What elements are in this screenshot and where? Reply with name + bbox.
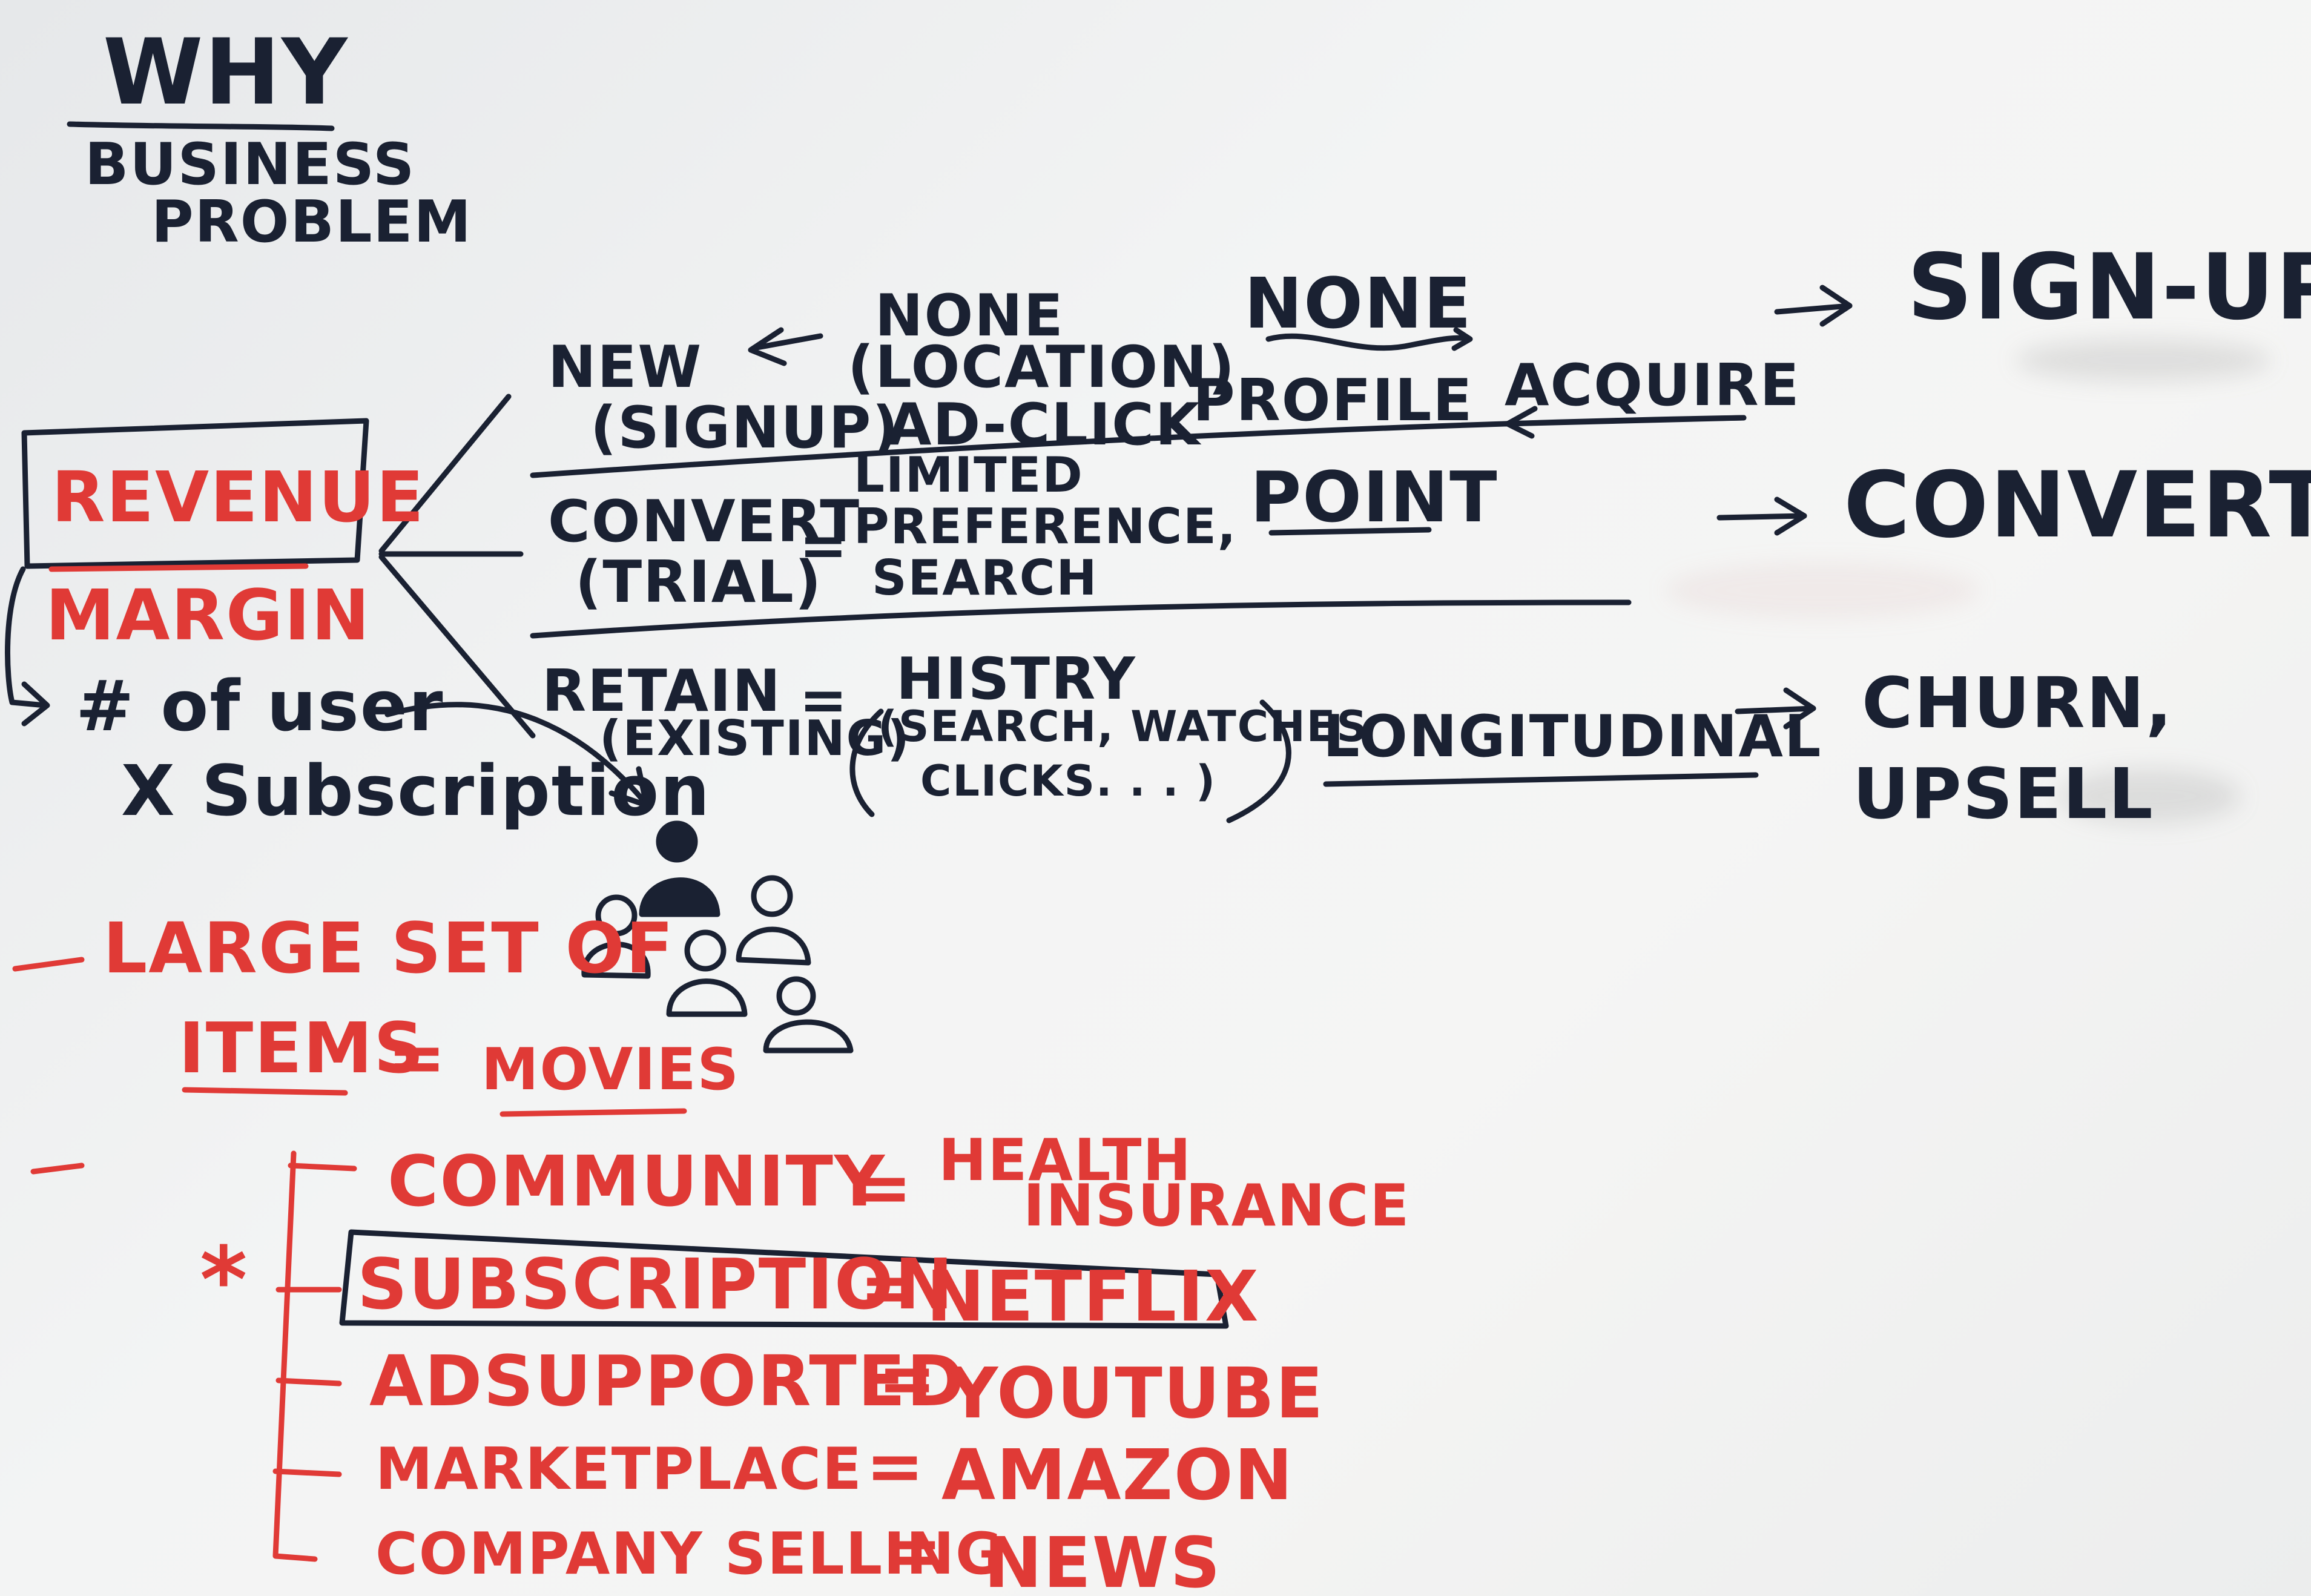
heading-why: WHY [103, 20, 349, 125]
arrow-to-people [384, 702, 648, 805]
items-line-2: ITEMS [179, 1008, 426, 1089]
new-method-none: NONE [1244, 263, 1472, 345]
retain-data-mid: (SEARCH, WATCHES [878, 702, 1368, 751]
fork-line-retain [378, 554, 536, 739]
arrow-signup [1774, 303, 1853, 315]
model-marketplace: MARKETPLACE [375, 1436, 863, 1503]
model-bracket [272, 1150, 318, 1562]
eraser-smudge [2016, 339, 2270, 381]
model-community: COMMUNITY [387, 1141, 886, 1222]
movies-underline [499, 1108, 687, 1117]
example-netflix: NETFLIX [926, 1256, 1260, 1337]
model-equals: = [884, 1511, 944, 1592]
example-amazon: AMAZON [941, 1435, 1294, 1516]
equals-sign: = [799, 667, 849, 734]
point-underline [1268, 527, 1432, 536]
outcome-signup: SIGN-UP [1907, 235, 2311, 340]
items-equals: = [387, 1017, 447, 1098]
retain-method-longitudinal: LONGITUDINAL [1323, 704, 1822, 770]
retain-data-bot: CLICKS. . . ) [920, 756, 1216, 806]
heading-business: BUSINESS [85, 131, 416, 198]
example-health: HEALTH [938, 1127, 1193, 1194]
convert-data-bot: SEARCH [872, 550, 1098, 606]
model-equals: = [866, 1426, 926, 1507]
convert-data-mid: PREFERENCE, [854, 498, 1238, 555]
outcome-convert: CONVERT [1844, 453, 2311, 558]
eraser-smudge [2059, 769, 2240, 823]
retain-data-top: HISTRY [896, 646, 1136, 713]
revenue-label: REVENUE [51, 457, 425, 538]
bullet-dash [30, 1162, 85, 1175]
example-news: NEWS [984, 1523, 1222, 1596]
stage-convert: CONVERT [548, 489, 861, 555]
new-profile: PROFILE [1193, 368, 1474, 434]
example-insurance: INSURANCE [1023, 1173, 1411, 1239]
revenue-box [21, 418, 369, 569]
star-mark: * [200, 1228, 249, 1333]
items-value-movies: MOVIES [481, 1037, 740, 1103]
people-icon [581, 820, 854, 1054]
model-equals: = [854, 1147, 914, 1228]
items-underline [182, 1087, 348, 1096]
stage-retain-sub: (EXISTING) [599, 710, 911, 767]
heading-problem: PROBLEM [151, 189, 472, 256]
new-data-bot: AD-CLICK [887, 392, 1201, 458]
equals-sign: = [799, 513, 849, 579]
new-data-top: NONE [875, 283, 1064, 349]
items-line-1: LARGE SET OF [103, 908, 674, 989]
arrow-left [751, 333, 823, 351]
model-company-selling: COMPANY SELLING [375, 1521, 1004, 1588]
arrow-churn [1735, 705, 1816, 714]
subscription-highlight-box [339, 1229, 1229, 1329]
arrow-convert [1716, 513, 1807, 521]
stage-convert-sub: (TRIAL) [575, 549, 823, 616]
outcome-upsell: UPSELL [1853, 754, 2154, 835]
model-equals: = [860, 1247, 920, 1328]
stage-new-sub: (SIGNUP) [590, 395, 900, 461]
fork-line-new [378, 394, 512, 554]
bullet-dash [12, 957, 85, 972]
longitudinal-underline [1323, 772, 1759, 787]
why-underline [67, 121, 335, 131]
users-label: # of user [76, 666, 444, 747]
model-equals: = [878, 1338, 938, 1419]
outcome-churn: CHURN, [1862, 663, 2174, 744]
wavy-underline [1265, 333, 1471, 351]
new-acquire: ACQUIRE [1505, 352, 1801, 419]
model-subscription: SUBSCRIPTION [357, 1244, 954, 1325]
subscription-formula: X Subscription [121, 751, 711, 832]
convert-method-point: POINT [1250, 457, 1498, 538]
row-separator-2 [530, 599, 1632, 639]
new-data-mid: (LOCATION) [848, 334, 1236, 401]
model-adsupported: ADSUPPORTED [369, 1341, 966, 1422]
eraser-smudge [1665, 563, 1980, 618]
stage-new: NEW [548, 334, 703, 401]
margin-label: MARGIN [45, 575, 371, 656]
example-youtube: YOUTUBE [948, 1353, 1325, 1434]
convert-data-top: LIMITED [854, 447, 1084, 503]
stage-retain: RETAIN [542, 658, 782, 725]
